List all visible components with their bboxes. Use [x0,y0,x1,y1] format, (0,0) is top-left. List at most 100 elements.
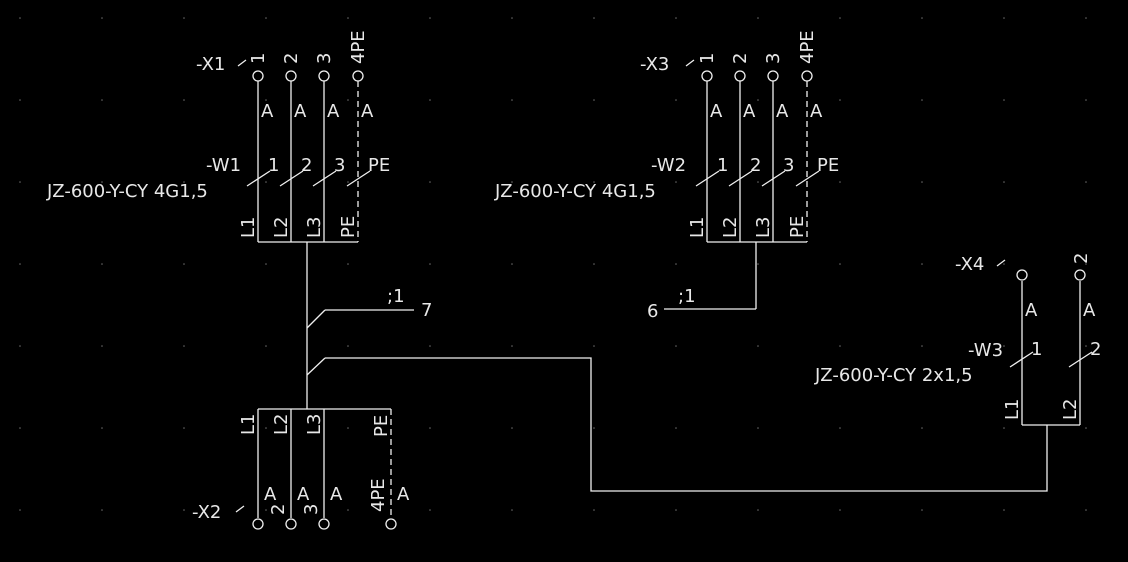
grid-dot [675,427,677,429]
x1-pin-4pe: 4PE [348,30,369,64]
grid-dot [19,99,21,101]
x4-fuse-2: A [1083,300,1096,321]
x1-pin-2: 2 [281,53,302,64]
grid-dot [1085,509,1087,511]
x1-terminal-4pe[interactable] [352,70,364,82]
grid-dot [511,17,513,19]
grid-dot [757,263,759,265]
grid-dot [511,509,513,511]
x2-terminal-1[interactable] [252,518,264,530]
grid-dot [347,99,349,101]
grid-dot [921,17,923,19]
x3-ref-label: ;1 [678,286,696,307]
w2-slash-1 [695,170,720,187]
grid-dot [429,99,431,101]
x2-cond-l2: L2 [271,414,292,435]
x4-connector-group[interactable]: -X4 2 A A -W3 JZ-600-Y-CY 2x1,5 1 2 L1 L… [814,253,1101,426]
x3-pin-2: 2 [730,53,751,64]
grid-dot [675,509,677,511]
grid-dot [593,17,595,19]
grid-dot [921,509,923,511]
x2-terminal-3[interactable] [318,518,330,530]
grid-dot [1085,345,1087,347]
x3-tag: -X3 [640,54,669,75]
grid-dot [593,99,595,101]
x4-terminal-2[interactable] [1074,269,1086,281]
grid-dot [19,17,21,19]
grid-dot [921,263,923,265]
grid-dot [921,99,923,101]
x2-terminal-4pe[interactable] [385,518,397,530]
w2-cable-tag: -W2 [651,155,686,176]
grid-dot [429,263,431,265]
grid-dot [757,17,759,19]
w2-slash-pe [795,170,820,187]
x4-terminal-1[interactable] [1016,269,1028,281]
x3-pin-4pe: 4PE [797,30,818,64]
x3-terminal-4pe[interactable] [801,70,813,82]
grid-dot [921,181,923,183]
x3-connector-group[interactable]: -X3 1 2 3 4PE A A A A -W2 JZ-600-Y-CY 4G… [494,30,839,322]
x4-pin-2: 2 [1071,253,1092,264]
grid-dot [675,345,677,347]
grid-dot [265,99,267,101]
x4-tag: -X4 [955,254,984,275]
w2-slash-3 [761,170,786,187]
grid-dot [757,509,759,511]
x1-terminal-1[interactable] [252,70,264,82]
x2-cond-pe: PE [371,415,392,437]
grid-dot [429,427,431,429]
x4-cond-l1: L1 [1002,399,1023,420]
grid-dot [839,181,841,183]
grid-dot [593,181,595,183]
x1-terminal-2[interactable] [285,70,297,82]
grid-dot [757,345,759,347]
grid-dot [19,427,21,429]
grid-dot [839,427,841,429]
w2-cable-type: JZ-600-Y-CY 4G1,5 [494,181,656,202]
grid-dot [19,509,21,511]
grid-dot [921,345,923,347]
x2-connector-group[interactable]: L1 L2 L3 PE A A A A -X2 2 3 4PE [192,408,410,530]
grid-dot [1003,263,1005,265]
x4-cond-l2: L2 [1060,399,1081,420]
x3-terminal-3[interactable] [767,70,779,82]
x1-terminal-3[interactable] [318,70,330,82]
grid-dot [757,181,759,183]
x1-connector-group[interactable]: -X1 1 2 3 4PE A A A A -W1 JZ-600-Y-CY 4G… [46,30,1048,492]
x3-terminal-2[interactable] [734,70,746,82]
grid-dot [347,263,349,265]
grid-dot [921,427,923,429]
x2-cond-l1: L1 [238,414,259,435]
w2-slash-2 [728,170,753,187]
grid-dot [1085,17,1087,19]
grid-dot [757,427,759,429]
x1-pin-1: 1 [248,53,269,64]
x4-fuse-1: A [1025,300,1038,321]
w3-slash-1 [1009,351,1034,368]
x1-cond-l2: L2 [271,217,292,238]
x4-branch-wire [325,357,1048,492]
x2-terminal-2[interactable] [285,518,297,530]
x3-ref-number[interactable]: 6 [647,301,658,322]
w3-core-1: 1 [1031,339,1042,360]
x3-pin-3: 3 [763,53,784,64]
x3-terminal-1[interactable] [701,70,713,82]
grid-dot [593,427,595,429]
w2-core-2: 2 [750,155,761,176]
x1-cond-l1: L1 [238,217,259,238]
grid-dot [347,181,349,183]
w1-slash-pe [346,170,371,187]
grid-dot [183,17,185,19]
x1-tag-tick [237,59,247,67]
x3-cond-pe: PE [787,216,808,238]
x2-fuse-3: A [330,484,343,505]
grid-dot [1085,263,1087,265]
grid-dot [265,345,267,347]
x3-fuse-3: A [776,101,789,122]
grid-dot [839,509,841,511]
w1-core-pe: PE [368,155,390,176]
grid-dot [511,263,513,265]
x1-ref-number[interactable]: 7 [421,300,432,321]
